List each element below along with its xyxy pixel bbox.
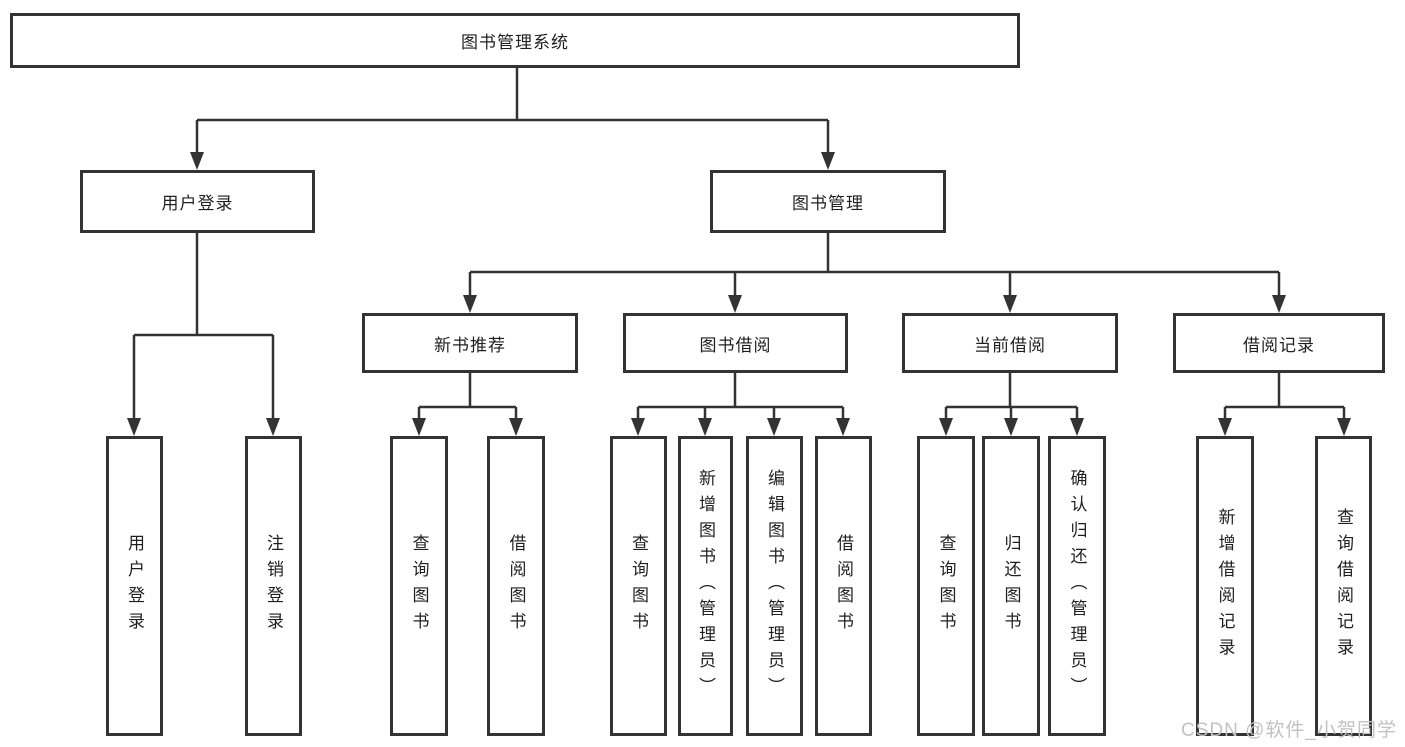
node-user-login: 用户登录 bbox=[80, 170, 315, 233]
leaf-logout: 注销登录 bbox=[245, 436, 302, 736]
node-book-management: 图书管理 bbox=[710, 170, 946, 233]
node-book-borrow: 图书借阅 bbox=[623, 313, 848, 373]
leaf-add-books-admin: 新增图书（管理员） bbox=[678, 436, 733, 736]
leaf-query-borrow-record: 查询借阅记录 bbox=[1315, 436, 1372, 736]
node-library-management-system: 图书管理系统 bbox=[10, 13, 1020, 68]
leaf-add-borrow-record: 新增借阅记录 bbox=[1196, 436, 1254, 736]
node-new-book-recommend: 新书推荐 bbox=[362, 313, 578, 373]
node-borrow-records: 借阅记录 bbox=[1173, 313, 1385, 373]
csdn-watermark: CSDN @软件_小贺同学 bbox=[1181, 720, 1397, 741]
leaf-edit-books-admin: 编辑图书（管理员） bbox=[746, 436, 803, 736]
leaf-query-books-recommend: 查询图书 bbox=[390, 436, 448, 736]
leaf-query-books-current: 查询图书 bbox=[917, 436, 975, 736]
leaf-confirm-return-admin: 确认归还（管理员） bbox=[1048, 436, 1106, 736]
node-current-borrow: 当前借阅 bbox=[902, 313, 1118, 373]
leaf-user-login: 用户登录 bbox=[106, 436, 163, 736]
leaf-return-books: 归还图书 bbox=[982, 436, 1040, 736]
leaf-borrow-books: 借阅图书 bbox=[815, 436, 872, 736]
leaf-query-books-borrow: 查询图书 bbox=[610, 436, 667, 736]
leaf-borrow-books-recommend: 借阅图书 bbox=[487, 436, 545, 736]
